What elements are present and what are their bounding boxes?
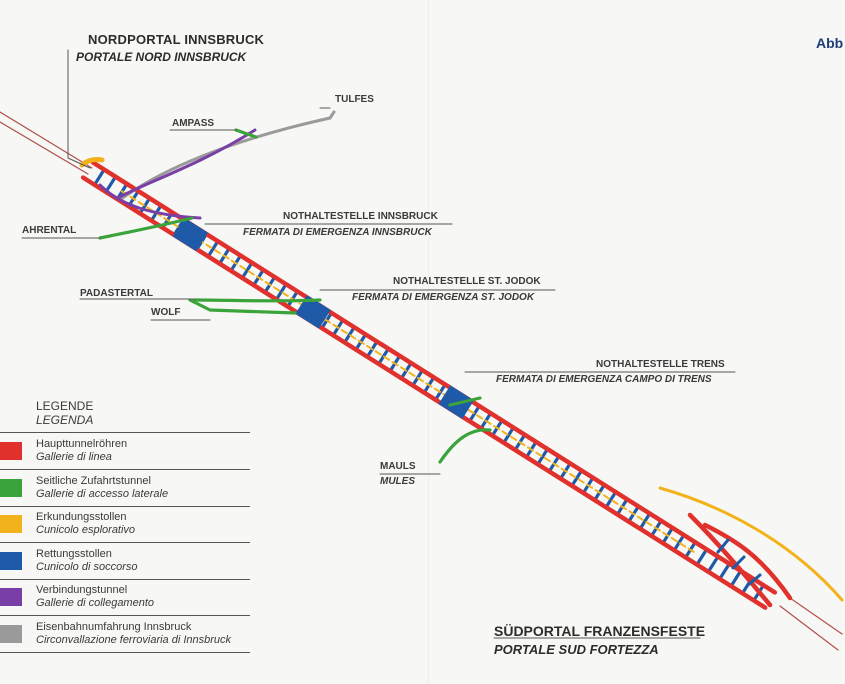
north-portal-label-de: NORDPORTAL INNSBRUCK bbox=[88, 32, 265, 47]
south-rail-line bbox=[789, 597, 843, 635]
legend-divider bbox=[0, 432, 250, 433]
legend-swatch bbox=[0, 442, 22, 460]
legend-item-divider bbox=[0, 542, 250, 543]
mauls-label: MAULS bbox=[380, 461, 416, 472]
legend-item-it: Cunicolo esplorativo bbox=[36, 524, 136, 536]
legend-title-de: LEGENDE bbox=[36, 399, 94, 413]
station-trens-label-de: NOTHALTESTELLE TRENS bbox=[596, 359, 725, 370]
ampass-label: AMPASS bbox=[172, 118, 215, 129]
south-fork-tube bbox=[687, 512, 773, 608]
legend-item-it: Gallerie di collegamento bbox=[36, 597, 155, 609]
station-innsbruck-label-it: FERMATA DI EMERGENZA INNSBRUCK bbox=[243, 227, 432, 238]
legend-item-de: Seitliche Zufahrtstunnel bbox=[36, 474, 151, 487]
access-tunnel-wolf bbox=[188, 298, 297, 315]
page-fold bbox=[428, 0, 430, 684]
legend-item-divider bbox=[0, 578, 250, 580]
legend-title: LEGENDE LEGENDA bbox=[0, 399, 250, 427]
access-tunnel-ampass bbox=[234, 128, 258, 139]
ahrental-label: AHRENTAL bbox=[22, 225, 77, 236]
cross-passage bbox=[706, 554, 720, 574]
legend-item-de: Rettungsstollen bbox=[36, 547, 112, 560]
connecting-tunnel bbox=[116, 128, 257, 200]
cross-passage bbox=[672, 533, 686, 552]
cross-passage bbox=[206, 239, 220, 259]
cross-passage bbox=[570, 468, 584, 488]
cross-passage bbox=[274, 282, 288, 302]
cross-passage bbox=[138, 196, 152, 216]
tulfes-label: TULFES bbox=[335, 94, 374, 105]
emergency-station-st-jodok bbox=[295, 295, 331, 329]
legend-item-de: Verbindungstunnel bbox=[36, 584, 128, 596]
legend-item-it: Cunicolo di soccorso bbox=[36, 560, 138, 573]
cross-passage bbox=[536, 447, 550, 466]
legend-item-de: Eisenbahnumfahrung Innsbruck bbox=[36, 620, 192, 633]
exploratory-tunnel bbox=[120, 190, 695, 553]
legend-swatch bbox=[0, 478, 22, 497]
cross-passage bbox=[746, 573, 762, 587]
south-fork-tube bbox=[702, 522, 793, 601]
north-rail-line bbox=[0, 121, 89, 175]
access-tunnel-mauls bbox=[438, 428, 492, 464]
cross-passage bbox=[92, 167, 106, 187]
legend-item-divider bbox=[0, 469, 250, 470]
leader-line bbox=[67, 157, 91, 169]
legend-swatch bbox=[0, 551, 22, 570]
legend-swatch bbox=[0, 588, 22, 606]
south-rail-line bbox=[779, 605, 839, 651]
cross-passage bbox=[718, 562, 731, 581]
legend-item-divider bbox=[0, 505, 250, 507]
connecting-tunnel bbox=[98, 183, 202, 220]
legend-item-it: Gallerie di accesso laterale bbox=[36, 487, 169, 500]
cross-passage bbox=[716, 538, 730, 554]
legend-item-divider bbox=[0, 615, 250, 616]
cross-passage bbox=[638, 511, 652, 531]
south-portal-label-de: SÜDPORTAL FRANZENSFESTE bbox=[494, 623, 706, 639]
cross-passage bbox=[695, 547, 709, 567]
station-st-jodok-label-de: NOTHALTESTELLE ST. JODOK bbox=[393, 276, 541, 287]
access-tunnel-trens bbox=[448, 396, 482, 407]
exploratory-tunnel-south bbox=[658, 486, 844, 602]
wolf-label: WOLF bbox=[151, 307, 181, 318]
figure-label: Abb bbox=[816, 35, 844, 51]
legend-item-it: Circonvallazione ferroviaria di Innsbruc… bbox=[36, 633, 232, 646]
cross-passage bbox=[731, 555, 746, 570]
station-st-jodok-label-it: FERMATA DI EMERGENZA ST. JODOK bbox=[352, 292, 535, 303]
legend-item-divider bbox=[0, 651, 250, 653]
cross-passage bbox=[104, 175, 118, 194]
north-portal-label-it: PORTALE NORD INNSBRUCK bbox=[76, 50, 247, 64]
legend-swatch bbox=[0, 515, 22, 533]
emergency-station-innsbruck bbox=[172, 217, 209, 252]
cross-passage bbox=[240, 261, 254, 280]
padastertal-label: PADASTERTAL bbox=[80, 288, 153, 299]
exploratory-tunnel-north bbox=[79, 157, 105, 168]
legend-item-it: Gallerie di linea bbox=[36, 451, 112, 463]
legend-swatch bbox=[0, 624, 22, 643]
south-portal-label-it: PORTALE SUD FORTEZZA bbox=[494, 642, 659, 657]
mules-label: MULES bbox=[380, 476, 415, 487]
legend-item-de: Haupttunnelröhren bbox=[36, 438, 128, 450]
legend-title-it: LEGENDA bbox=[36, 413, 94, 427]
cross-passage bbox=[502, 425, 515, 445]
north-rail-line bbox=[0, 111, 93, 169]
station-innsbruck-label-de: NOTHALTESTELLE INNSBRUCK bbox=[283, 211, 438, 222]
cross-passage bbox=[729, 569, 743, 588]
innsbruck-bypass bbox=[328, 110, 336, 120]
station-trens-label-it: FERMATA DI EMERGENZA CAMPO DI TRENS bbox=[496, 374, 712, 385]
cross-passage bbox=[604, 490, 618, 509]
access-tunnel-ahrental bbox=[98, 216, 194, 240]
access-tunnel-padastertal bbox=[193, 298, 322, 303]
legend-item-de: Erkundungsstollen bbox=[36, 511, 127, 523]
